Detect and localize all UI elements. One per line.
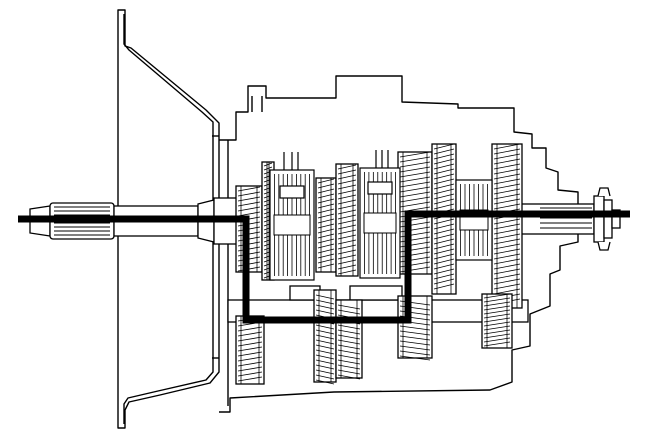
synchronizer-3-4 <box>359 150 401 279</box>
gearbox-case <box>219 75 579 413</box>
gear-counter-drive <box>235 315 265 385</box>
gear-first <box>315 177 337 273</box>
power-flow-path <box>18 210 630 324</box>
gear-counter-second <box>335 299 363 380</box>
output-shaft <box>519 187 621 251</box>
gear-third <box>335 163 359 277</box>
gear-counter-third <box>397 295 433 361</box>
bell-housing <box>117 9 220 429</box>
gear-counter-first <box>313 289 337 385</box>
gear-reverse-idler <box>481 293 513 349</box>
synchronizer-5 <box>455 179 493 261</box>
gear-reverse-main <box>491 143 523 309</box>
gear-fifth-main <box>431 143 457 295</box>
synchronizer-1-2 <box>269 152 315 281</box>
